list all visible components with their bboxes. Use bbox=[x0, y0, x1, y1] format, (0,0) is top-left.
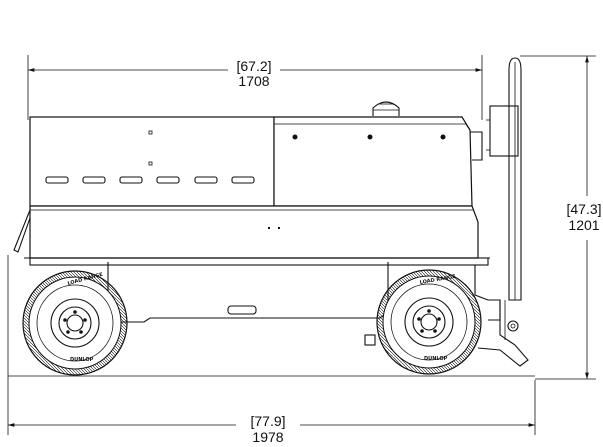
bolt-2 bbox=[367, 134, 373, 140]
tow-handle bbox=[477, 57, 529, 367]
dimension-height-right: [47.3] 1201 bbox=[520, 55, 602, 380]
dim-top-inches: [67.2] bbox=[236, 58, 271, 74]
dim-right-mm: 1201 bbox=[568, 217, 599, 233]
upper-cabinet bbox=[29, 116, 275, 207]
tire-label-bottom-right: DUNLOP bbox=[424, 356, 448, 362]
dimension-length-bottom: [77.9] 1978 bbox=[7, 255, 536, 445]
dim-bottom-mm: 1978 bbox=[252, 429, 283, 445]
dim-right-inches: [47.3] bbox=[566, 201, 601, 217]
dimension-length-top: [67.2] 1708 bbox=[27, 55, 483, 120]
bolt-1 bbox=[292, 134, 298, 140]
lower-body bbox=[13, 205, 490, 259]
frame-slot bbox=[227, 305, 257, 315]
fuel-cap-dome bbox=[372, 101, 400, 116]
tire-label-bottom-left: DUNLOP bbox=[70, 357, 94, 363]
upper-right-panel bbox=[273, 101, 483, 207]
dim-top-mm: 1708 bbox=[238, 73, 269, 89]
vent-slots bbox=[45, 176, 255, 184]
dim-bottom-inches: [77.9] bbox=[250, 413, 285, 429]
right-wheel: LOAD RANGE DUNLOP bbox=[376, 269, 482, 375]
bolt-3 bbox=[440, 134, 446, 140]
left-wheel: LOAD RANGE DUNLOP bbox=[22, 270, 128, 376]
